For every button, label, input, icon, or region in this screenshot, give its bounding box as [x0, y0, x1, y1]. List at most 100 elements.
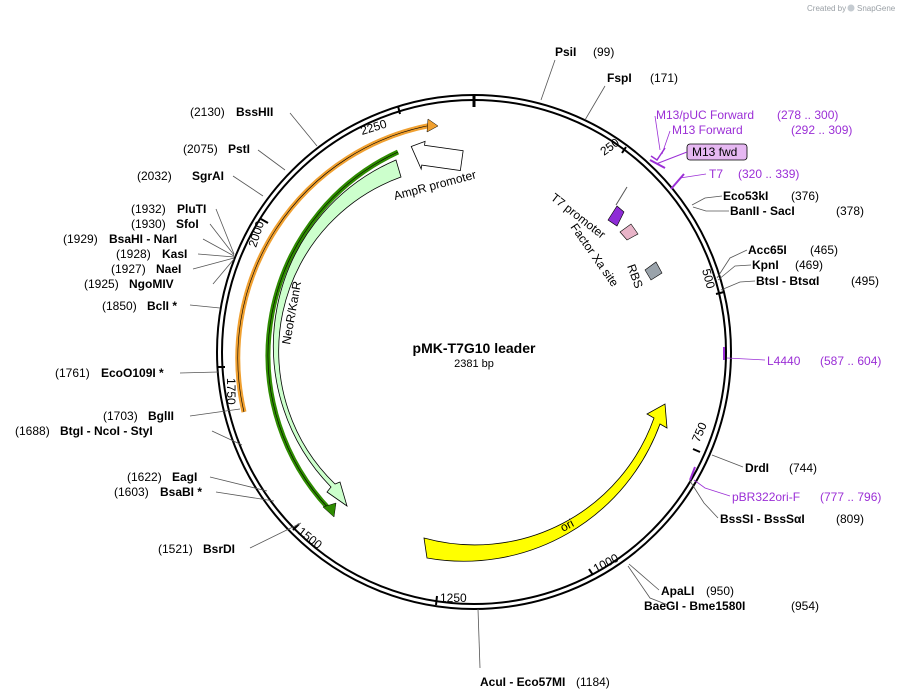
svg-text:(809): (809) — [836, 512, 864, 526]
site-btgi-ncoi-styi[interactable]: (1688) BtgI - NcoI - StyI — [15, 424, 153, 438]
primer-m13-puc-forward-range: (278 .. 300) — [777, 108, 838, 122]
site-drdi[interactable]: DrdI (744) — [745, 461, 817, 475]
site-fspi[interactable]: FspI (171) — [607, 71, 678, 85]
svg-text:KasI: KasI — [162, 247, 187, 261]
neor-kanr-feature[interactable] — [273, 159, 402, 507]
site-bglii[interactable]: (1703) BglII — [103, 409, 174, 423]
m13-fwd-leader — [655, 151, 688, 165]
primer-m13-puc-forward-name: M13/pUC Forward — [656, 108, 754, 122]
svg-text:1250: 1250 — [440, 591, 467, 605]
svg-text:(376): (376) — [791, 189, 819, 203]
svg-text:SfoI: SfoI — [176, 217, 199, 231]
primer-pbr322ori-f-name: pBR322ori-F — [732, 490, 800, 504]
svg-text:AcuI - Eco57MI: AcuI - Eco57MI — [480, 675, 565, 689]
svg-text:Eco53kI: Eco53kI — [723, 189, 768, 203]
site-ngomiv[interactable]: (1925) NgoMIV — [84, 277, 174, 291]
m13-fwd-label: M13 fwd — [692, 145, 737, 159]
enzyme-leaders — [179, 59, 756, 669]
svg-text:(1184): (1184) — [576, 675, 610, 689]
site-baegi-bme1580i[interactable]: BaeGI - Bme1580I (954) — [644, 599, 819, 613]
svg-text:(1932): (1932) — [131, 202, 166, 216]
t7-promoter-feature[interactable] — [607, 186, 628, 227]
site-ecoo109i[interactable]: (1761) EcoO109I * — [55, 366, 164, 380]
tick-250: 250 — [598, 135, 627, 158]
site-naei[interactable]: (1927) NaeI — [111, 262, 181, 276]
site-psti[interactable]: (2075) PstI — [183, 142, 250, 156]
green-orf-arrowhead — [322, 502, 337, 518]
site-apali[interactable]: ApaLI (950) — [661, 584, 734, 598]
svg-text:BsaBI *: BsaBI * — [160, 485, 202, 499]
svg-text:(1703): (1703) — [103, 409, 138, 423]
svg-text:(465): (465) — [810, 243, 838, 257]
primer-leaders — [654, 115, 766, 497]
svg-text:(495): (495) — [851, 274, 879, 288]
svg-text:EagI: EagI — [172, 470, 197, 484]
svg-text:(2075): (2075) — [183, 142, 218, 156]
svg-text:BaeGI - Bme1580I: BaeGI - Bme1580I — [644, 599, 745, 613]
svg-text:BclI *: BclI * — [147, 299, 177, 313]
site-bsahi-nari[interactable]: (1929) BsaHI - NarI — [63, 232, 177, 246]
svg-text:(1930): (1930) — [131, 217, 166, 231]
site-bcli[interactable]: (1850) BclI * — [102, 299, 177, 313]
rbs-feature[interactable] — [644, 261, 663, 281]
site-bsabi[interactable]: (1603) BsaBI * — [114, 485, 202, 499]
svg-text:500: 500 — [699, 267, 718, 290]
svg-text:(1929): (1929) — [63, 232, 98, 246]
site-sgrai[interactable]: (2032) SgrAI — [137, 169, 224, 183]
primer-m13-forward-range: (292 .. 309) — [791, 123, 852, 137]
svg-text:BtsI - BtsαI: BtsI - BtsαI — [756, 274, 819, 288]
svg-text:(744): (744) — [789, 461, 817, 475]
ampr-promoter-label: AmpR promoter — [392, 167, 477, 202]
site-bsshii[interactable]: (2130) BssHII — [190, 105, 273, 119]
svg-text:PsiI: PsiI — [555, 45, 576, 59]
site-psii[interactable]: PsiI (99) — [555, 45, 614, 59]
site-sfoi[interactable]: (1930) SfoI — [131, 217, 199, 231]
primer-l4440-range: (587 .. 604) — [820, 354, 881, 368]
svg-text:BtgI - NcoI - StyI: BtgI - NcoI - StyI — [60, 424, 153, 438]
svg-text:(469): (469) — [795, 258, 823, 272]
m13-puc-forward-mark — [650, 147, 666, 162]
site-btsi[interactable]: BtsI - BtsαI (495) — [756, 274, 879, 288]
svg-text:NgoMIV: NgoMIV — [129, 277, 174, 291]
svg-text:NaeI: NaeI — [156, 262, 181, 276]
svg-text:1750: 1750 — [224, 378, 238, 405]
site-pluti[interactable]: (1932) PluTI — [131, 202, 206, 216]
factor-xa-site-feature[interactable] — [619, 223, 639, 241]
svg-text:(378): (378) — [836, 204, 864, 218]
snapgene-logo-icon — [847, 4, 855, 12]
site-bsrdi[interactable]: (1521) BsrDI — [158, 542, 235, 556]
svg-text:PstI: PstI — [228, 142, 250, 156]
site-bsssi[interactable]: BssSI - BssSαI (809) — [720, 512, 864, 526]
site-acc65i[interactable]: Acc65I (465) — [748, 243, 838, 257]
svg-text:(171): (171) — [650, 71, 678, 85]
pbr322ori-f-mark — [689, 466, 696, 481]
ampr-promoter-feature[interactable] — [408, 140, 464, 175]
svg-text:BssHII: BssHII — [236, 105, 273, 119]
enzyme-labels: PsiI (99) FspI (171) Eco53kI (376) BanII… — [15, 45, 879, 689]
ori-feature[interactable] — [423, 403, 668, 562]
site-eco53ki[interactable]: Eco53kI (376) — [723, 189, 819, 203]
rbs-label: RBS — [624, 262, 646, 290]
primer-t7-name: T7 — [709, 167, 723, 181]
svg-text:(2130): (2130) — [190, 105, 225, 119]
primer-l4440-name: L4440 — [767, 354, 801, 368]
svg-text:(1688): (1688) — [15, 424, 50, 438]
svg-text:BsrDI: BsrDI — [203, 542, 235, 556]
site-kasi[interactable]: (1928) KasI — [116, 247, 187, 261]
svg-text:(1622): (1622) — [127, 470, 162, 484]
site-kpni[interactable]: KpnI (469) — [752, 258, 823, 272]
svg-text:2000: 2000 — [246, 219, 268, 249]
svg-text:750: 750 — [689, 420, 710, 444]
svg-text:KpnI: KpnI — [752, 258, 779, 272]
site-acui-eco57mi[interactable]: AcuI - Eco57MI (1184) — [480, 675, 610, 689]
plasmid-size: 2381 bp — [454, 358, 494, 370]
site-eagi[interactable]: (1622) EagI — [127, 470, 197, 484]
svg-text:(99): (99) — [593, 45, 614, 59]
svg-text:BglII: BglII — [148, 409, 174, 423]
primer-t7-range: (320 .. 339) — [738, 167, 799, 181]
svg-text:(2032): (2032) — [137, 169, 172, 183]
green-orf-arc-edge — [267, 151, 399, 511]
site-banii-saci[interactable]: BanII - SacI (378) — [730, 204, 864, 218]
primer-pbr322ori-f-range: (777 .. 796) — [820, 490, 881, 504]
